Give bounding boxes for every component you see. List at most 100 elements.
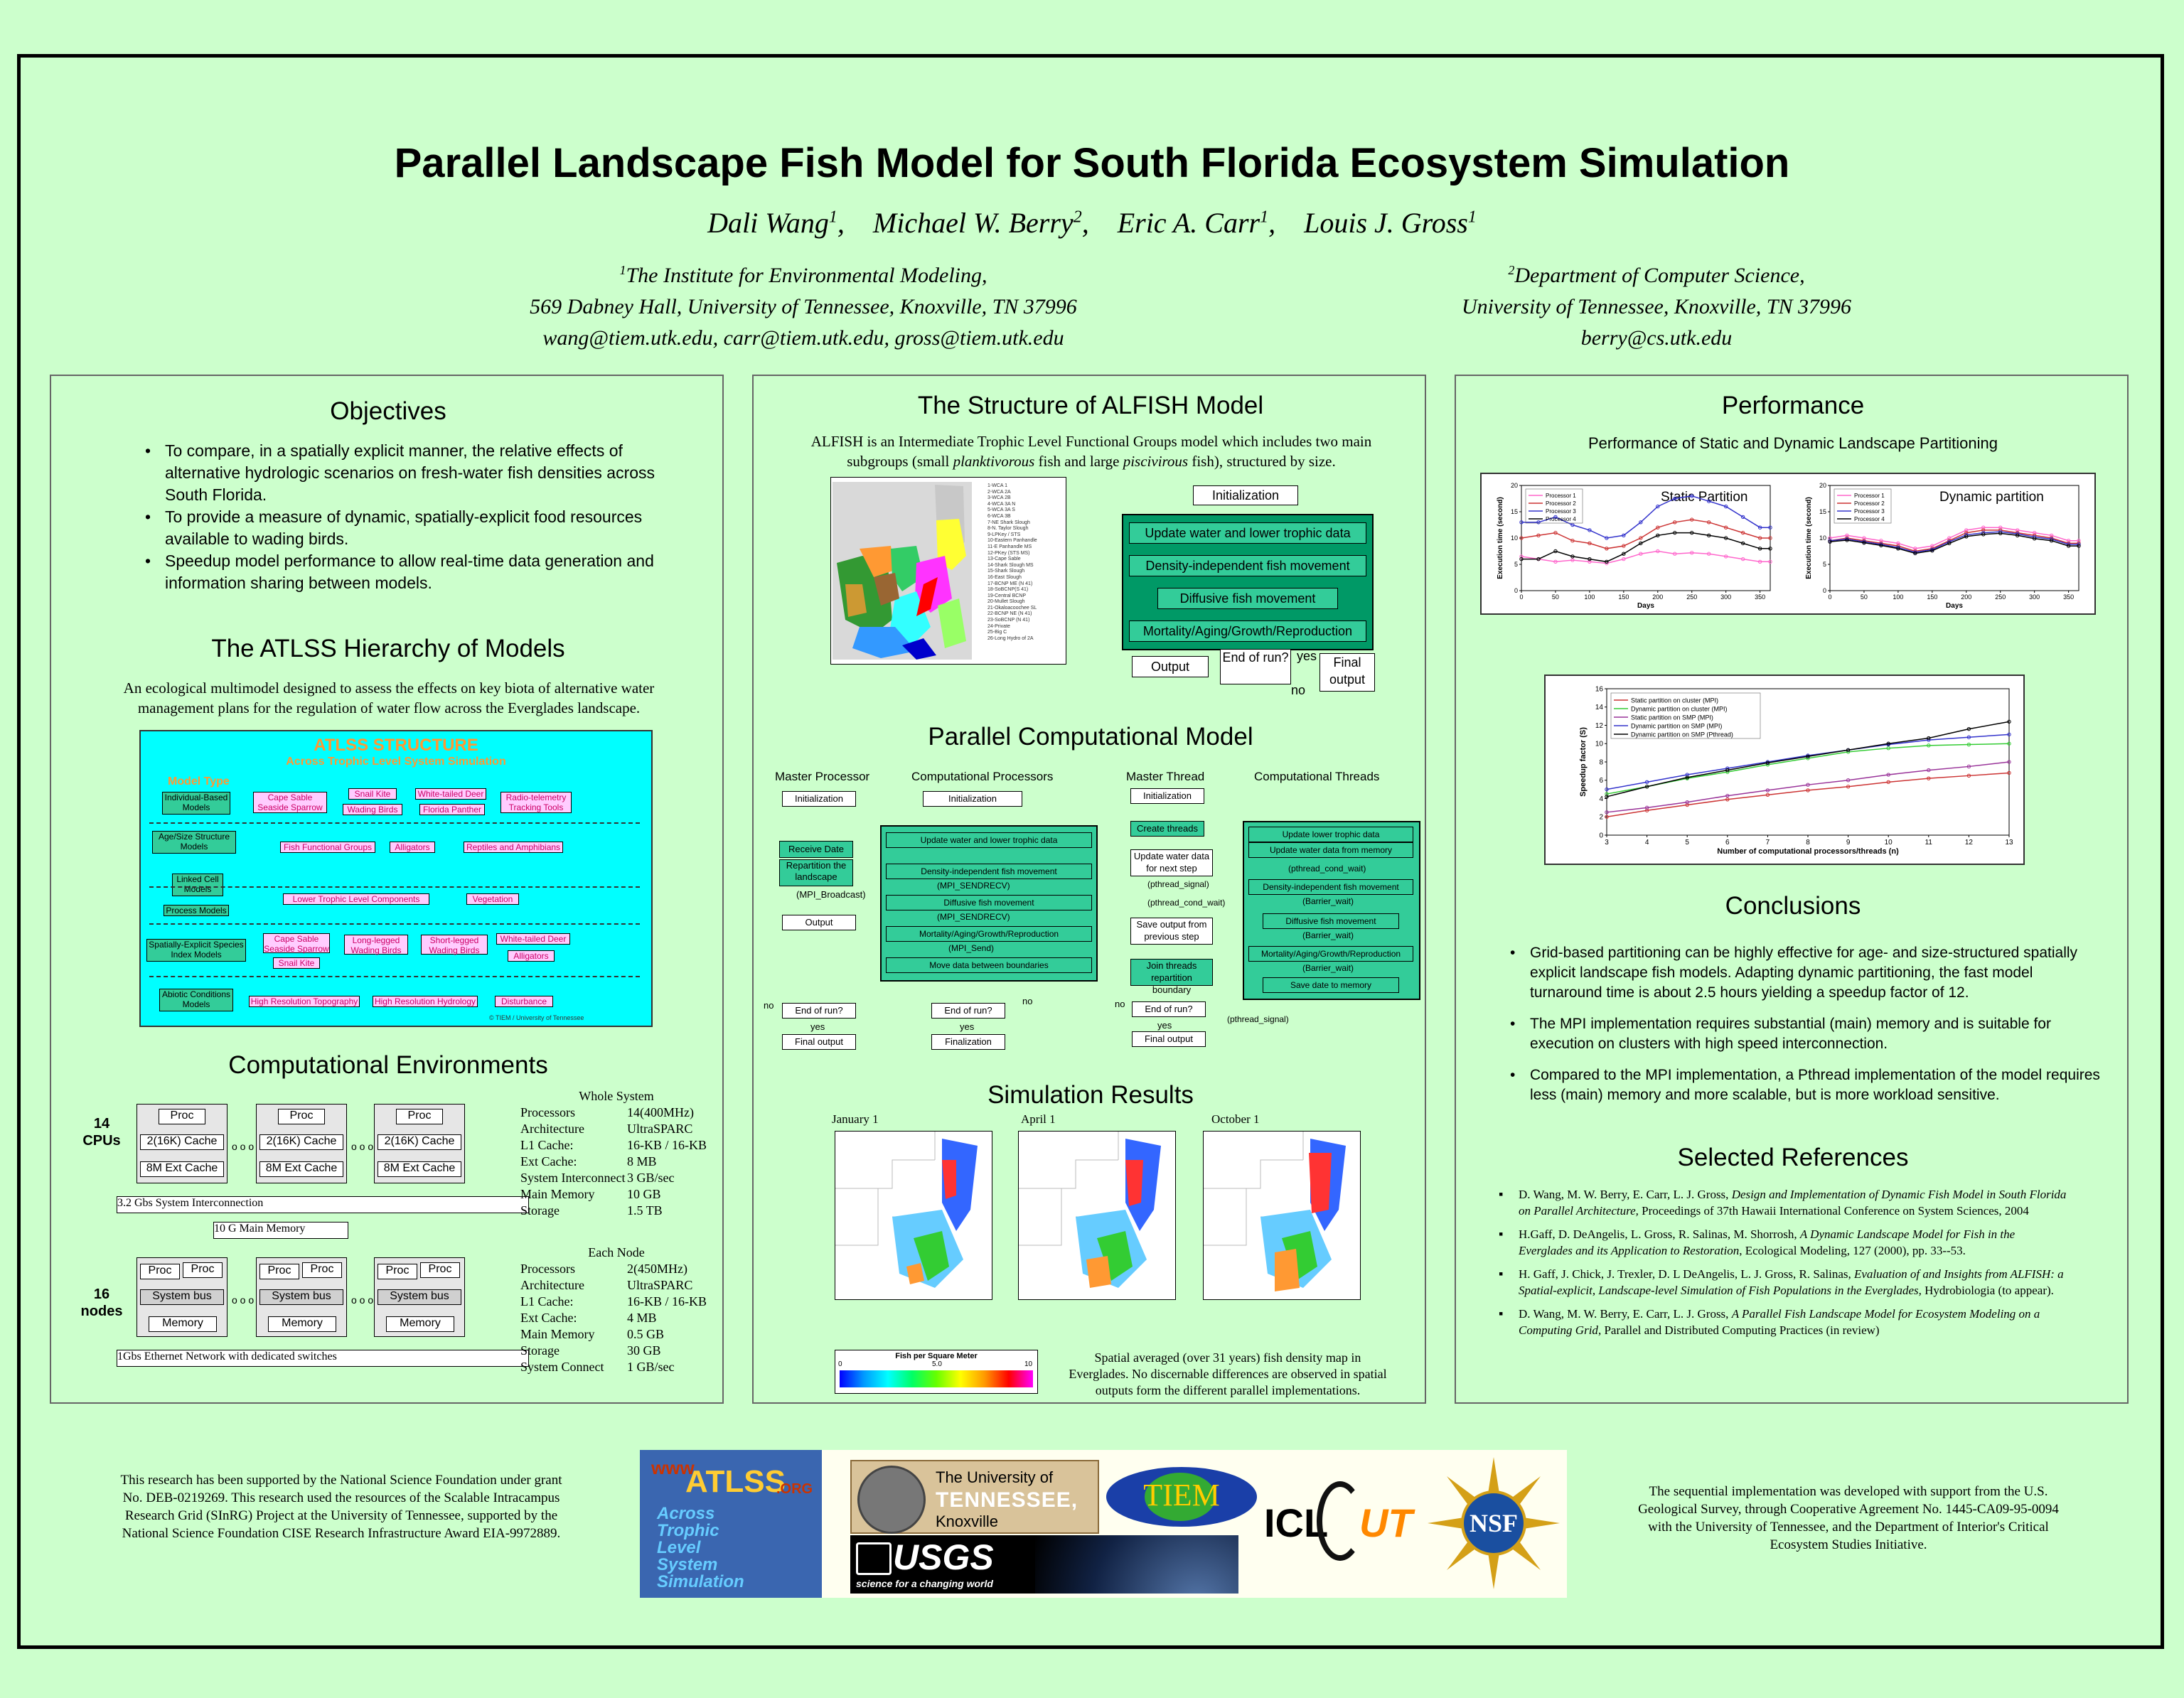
mt-saveout: Save output from previous step [1130, 918, 1213, 945]
data-point [1896, 547, 1900, 551]
y-tick-label: 16 [1595, 685, 1604, 693]
data-point [1740, 515, 1745, 520]
flow-update: Update water and lower trophic data [1129, 522, 1366, 544]
performance-subtitle: Performance of Static and Dynamic Landsc… [1588, 434, 1998, 452]
y-tick-label: 0 [1514, 587, 1518, 594]
data-point [1964, 528, 1969, 532]
data-point [1588, 528, 1592, 532]
mt-pwait: (pthread_cond_wait) [1147, 898, 1226, 908]
legend-item: 10-Eastern Panhandle [987, 538, 1037, 544]
data-point [1656, 533, 1660, 538]
data-point [1886, 741, 1890, 746]
mp-no: no [764, 1000, 774, 1011]
data-point [1998, 525, 2003, 530]
data-point [1673, 520, 1677, 525]
simulation-caption: Spatial averaged (over 31 years) fish de… [1069, 1350, 1387, 1397]
ext-cache-box: 8M Ext Cache [140, 1161, 224, 1177]
author-sup: 2 [1073, 208, 1082, 227]
memory-box: Memory [149, 1316, 217, 1332]
chart-title: Static Partition [1661, 490, 1748, 505]
data-point [1806, 754, 1810, 758]
legend-box [1834, 488, 1892, 524]
mp-output: Output [782, 915, 856, 930]
x-tick-label: 150 [1618, 593, 1629, 601]
data-point [1964, 530, 1969, 535]
cp-send: (MPI_Send) [948, 943, 995, 953]
header-master-processor: Master Processor [775, 770, 870, 783]
legend-label: Processor 2 [1854, 500, 1885, 507]
system-bus: System bus [259, 1289, 343, 1305]
spec-key: Ext Cache: [520, 1311, 577, 1325]
legend-item: 2-WCA 2A [987, 489, 1011, 495]
spec-value: 1.5 TB [627, 1203, 663, 1218]
legend-label: Dynamic partition on cluster (MPI) [1631, 705, 1728, 712]
cp-sendrecv: (MPI_SENDRECV) [937, 912, 1010, 922]
data-point [1768, 559, 1772, 564]
data-point [1846, 778, 1851, 783]
data-point [1570, 539, 1575, 543]
data-point [1765, 788, 1770, 792]
logo-text: science for a changing world [856, 1578, 993, 1589]
data-point [1927, 768, 1931, 773]
x-tick-label: 6 [1725, 839, 1730, 847]
data-point [1845, 533, 1849, 538]
atlss-box: Vegetation [466, 893, 519, 905]
divider [149, 976, 640, 977]
data-point [1768, 525, 1772, 530]
legend-item: 3-WCA 2B [987, 495, 1011, 501]
spec-value: 14(400MHz) [627, 1105, 694, 1119]
ellipsis: o o o [351, 1141, 374, 1152]
x-tick-label: 7 [1766, 839, 1770, 847]
author-name: Louis J. Gross [1304, 207, 1468, 239]
ref-venue: Hydrobiologia (to appear). [1921, 1284, 2054, 1297]
proc-box: Proc [183, 1262, 223, 1278]
series-line [1606, 721, 2010, 797]
author-list: Dali Wang1, Michael W. Berry2, Eric A. C… [707, 207, 1477, 239]
x-tick-label: 300 [1720, 593, 1731, 601]
data-point [1639, 552, 1643, 556]
data-point [1519, 554, 1524, 559]
data-point [1879, 539, 1883, 543]
proc-box: Proc [140, 1264, 180, 1279]
mt-yes: yes [1157, 1020, 1172, 1031]
footer-left: This research has been supported by the … [120, 1473, 562, 1541]
poster-frame [17, 54, 2164, 1649]
ref-title: Design and Implementation of Dynamic Fis… [1519, 1188, 2067, 1218]
atlss-box: Abiotic Conditions Models [159, 989, 233, 1011]
data-point [1768, 536, 1772, 540]
ref-title: A Parallel Fish Landscape Model for Ecos… [1519, 1307, 2040, 1337]
conclusions-title: Conclusions [1725, 892, 1861, 920]
icl-arc-icon [1317, 1481, 1364, 1561]
density-map-graphic [1204, 1132, 1346, 1291]
data-point [1740, 530, 1745, 535]
x-tick-label: 4 [1645, 839, 1649, 847]
data-point [1644, 808, 1649, 812]
data-point [1685, 802, 1689, 807]
data-point [1639, 520, 1643, 525]
data-point [1706, 552, 1711, 556]
spec-value: 4 MB [627, 1311, 657, 1325]
atlss-box: Linked Cell Models [172, 874, 223, 896]
atlss-box: White-tailed Deer [496, 933, 570, 945]
logo-text: TENNESSEE, [936, 1488, 1078, 1512]
data-point [1723, 525, 1728, 530]
data-point [1725, 797, 1730, 802]
cp-endrun: End of run? [931, 1003, 1005, 1019]
x-tick-label: 13 [2005, 839, 2013, 847]
spec-value: 2(450MHz) [627, 1262, 687, 1276]
data-point [1886, 773, 1890, 777]
performance-title: Performance [1721, 392, 1865, 419]
divider [149, 886, 640, 888]
affil-line: University of Tennessee, Knoxville, TN 3… [1462, 295, 1851, 318]
data-point [1605, 787, 1609, 792]
plot-area [1606, 688, 2010, 836]
logo-text: Across [657, 1504, 715, 1523]
mp-yes: yes [810, 1021, 825, 1032]
color-scale: Fish per Square Meter 0 5.0 10 [835, 1350, 1038, 1394]
model-type-label: Model Type [168, 775, 230, 788]
legend-item: 26-Long Hydro of 2A [987, 635, 1034, 641]
atlss-box: Individual-Based Models [162, 792, 230, 815]
proc-box: Proc [259, 1264, 299, 1279]
legend-item: 5-WCA 3A S [987, 507, 1015, 513]
